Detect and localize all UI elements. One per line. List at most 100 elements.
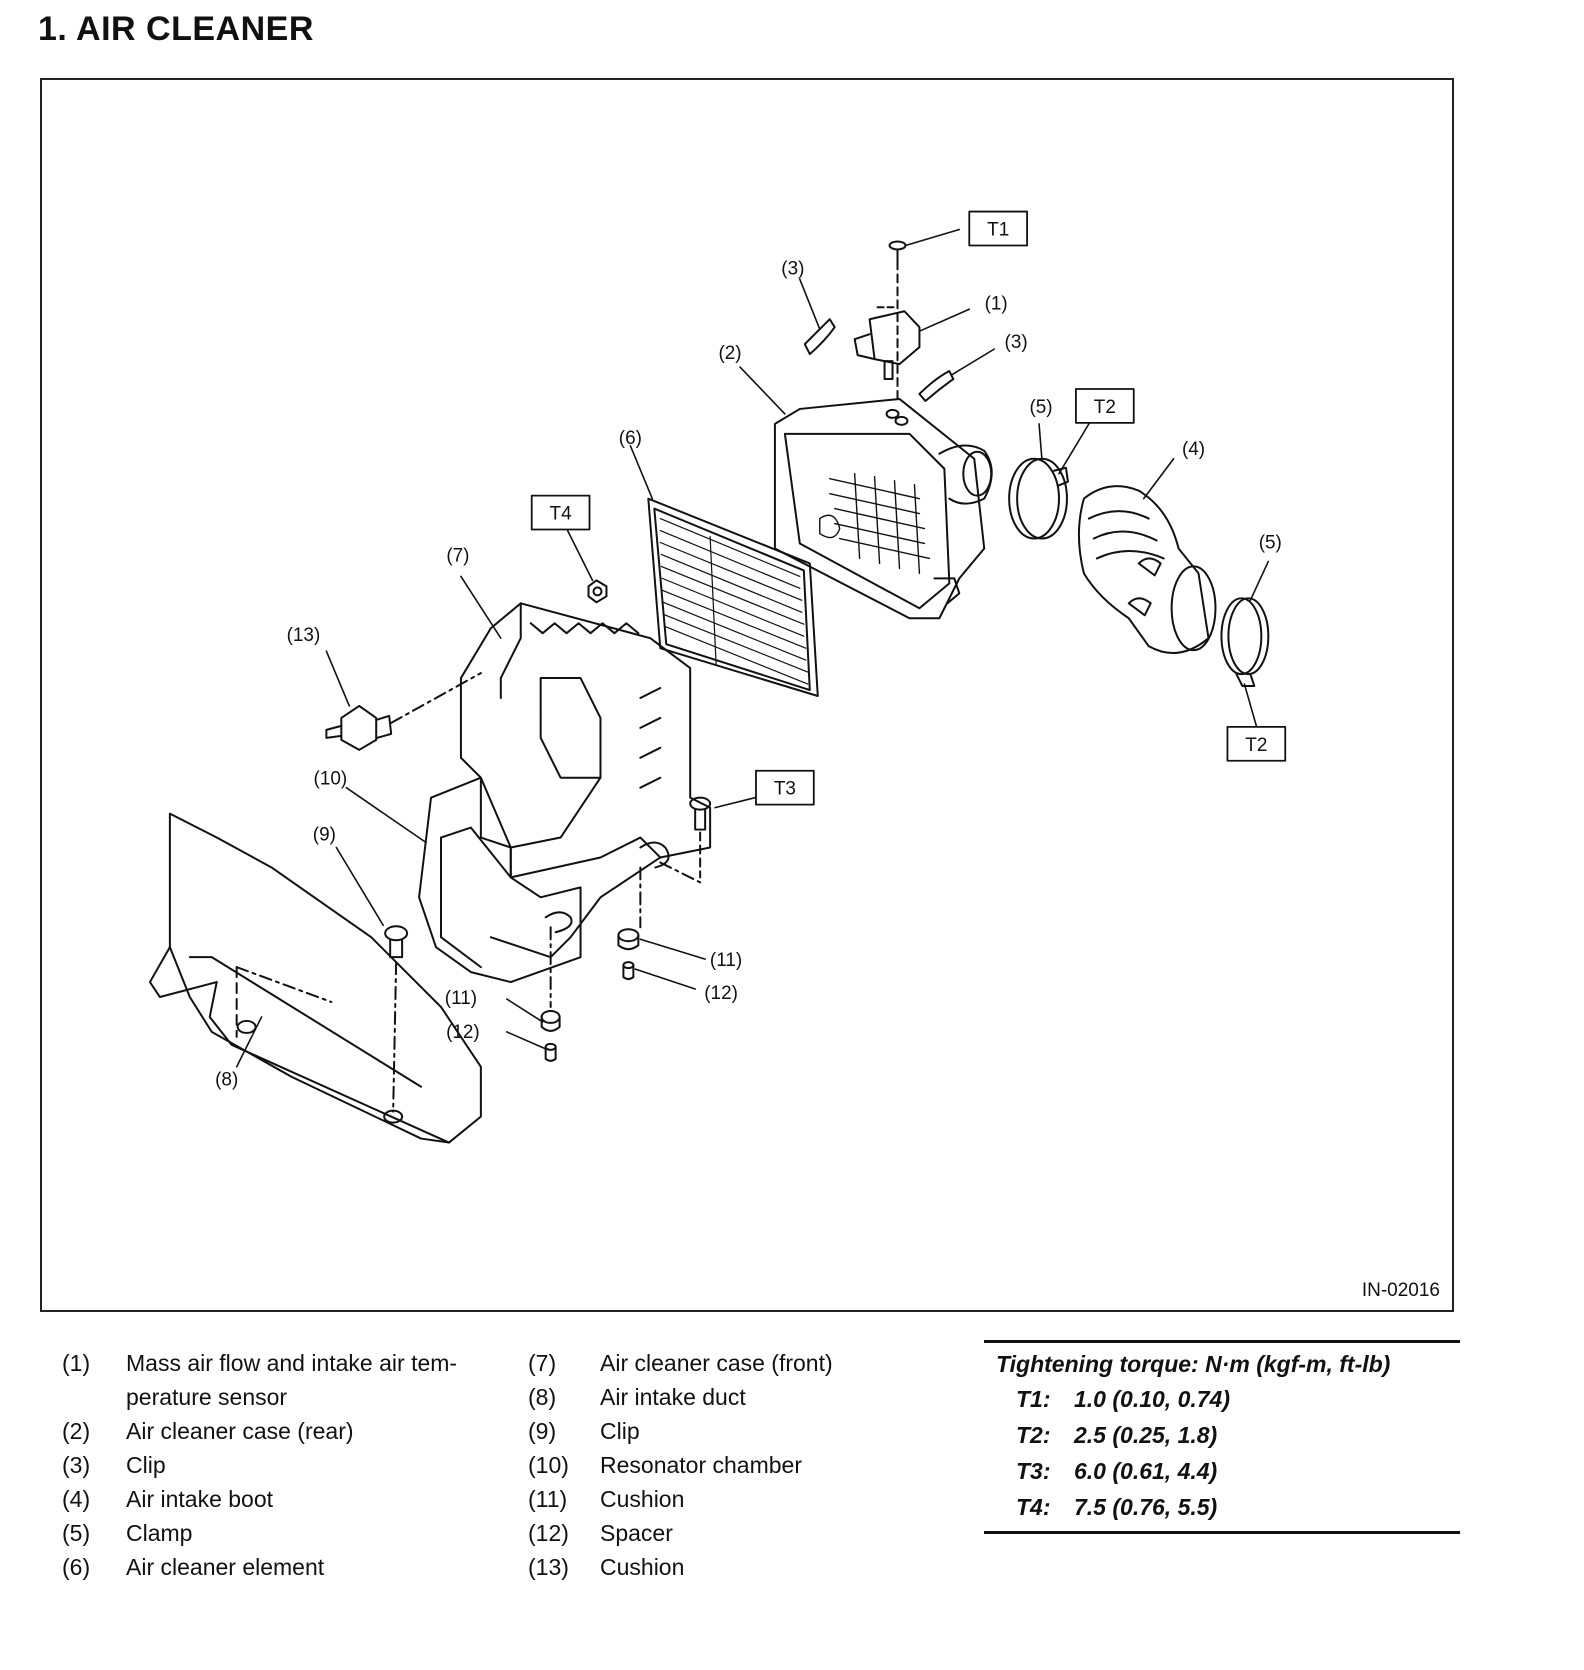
- clip-3-left-part: [803, 318, 836, 356]
- maf-sensor-part: [853, 310, 921, 426]
- legend-item: (7) Air cleaner case (front): [528, 1346, 928, 1380]
- tag-box-t4: [530, 494, 591, 531]
- torque-value: 7.5 (0.76, 5.5): [1074, 1494, 1218, 1520]
- legend-item: (13) Cushion: [528, 1550, 928, 1584]
- legend-item: (11) Cushion: [528, 1482, 928, 1516]
- torque-table: Tightening torque: N·m (kgf-m, ft-lb) T1…: [984, 1340, 1460, 1534]
- legend-number: (3): [62, 1452, 91, 1478]
- callout-11-right: (11): [710, 950, 742, 971]
- air-cleaner-case-front-part: [459, 602, 712, 959]
- exploded-view-figure: T1 T2 T2 T3 T4 (1) (2) (3) (3) (4) (5) (…: [40, 78, 1454, 1312]
- legend-number: (13): [528, 1554, 569, 1580]
- tag-box-t2-bottom: [1226, 725, 1287, 762]
- callout-3-right: (3): [1005, 332, 1028, 353]
- callout-4: (4): [1182, 439, 1205, 460]
- callout-11-left: (11): [445, 988, 477, 1009]
- legend-text: Cushion: [600, 1554, 685, 1580]
- tag-t2-top-label: T2: [1094, 397, 1116, 418]
- legend-item: (1) Mass air flow and intake air tem- pe…: [62, 1346, 492, 1414]
- legend-text: Spacer: [600, 1520, 673, 1546]
- legend-number: (6): [62, 1554, 91, 1580]
- clip-9-part: [384, 925, 409, 1113]
- legend-text: Air cleaner case (rear): [126, 1418, 354, 1444]
- nut-t4-part: [587, 579, 608, 604]
- legend-number: (9): [528, 1418, 557, 1444]
- bolt-t3-part: [689, 796, 712, 879]
- air-intake-duct-part: [148, 812, 482, 1144]
- legend-text: Air intake boot: [126, 1486, 274, 1512]
- legend-text: Air intake duct: [600, 1384, 746, 1410]
- parts-legend-right: (7) Air cleaner case (front) (8) Air int…: [528, 1346, 928, 1584]
- clamp-5-left-part: [1008, 457, 1069, 540]
- legend-number: (5): [62, 1520, 91, 1546]
- exploded-diagram: T1 T2 T2 T3 T4 (1) (2) (3) (3) (4) (5) (…: [148, 210, 1287, 1144]
- torque-row: T4: 7.5 (0.76, 5.5): [984, 1489, 1460, 1525]
- torque-row: T1: 1.0 (0.10, 0.74): [984, 1381, 1460, 1417]
- callout-9: (9): [313, 825, 336, 846]
- callout-13: (13): [287, 625, 321, 646]
- legend-text: Clip: [126, 1452, 166, 1478]
- air-cleaner-case-rear-part: [773, 397, 993, 620]
- figure-id: IN-02016: [1361, 1280, 1440, 1301]
- torque-code: T3:: [1016, 1458, 1051, 1484]
- torque-code: T1:: [1016, 1386, 1051, 1412]
- legend-text-line: perature sensor: [126, 1384, 288, 1410]
- tag-box-t2-top: [1075, 388, 1135, 424]
- parts-legend-left: (1) Mass air flow and intake air tem- pe…: [62, 1346, 492, 1584]
- callout-2: (2): [718, 343, 741, 364]
- tag-t4-label: T4: [550, 504, 572, 525]
- legend-number: (10): [528, 1452, 569, 1478]
- spacer-12-left-part: [544, 1042, 557, 1062]
- torque-value: 2.5 (0.25, 1.8): [1074, 1422, 1218, 1448]
- spacer-12-right-part: [622, 961, 635, 981]
- legend-text: Clamp: [126, 1520, 193, 1546]
- callout-3-left: (3): [781, 258, 804, 279]
- torque-row: T3: 6.0 (0.61, 4.4): [984, 1453, 1460, 1489]
- resonator-chamber-part: [418, 776, 582, 1008]
- tag-t1-label: T1: [987, 219, 1009, 240]
- callout-7: (7): [446, 545, 469, 566]
- legend-number: (1): [62, 1350, 91, 1376]
- legend-text: Clip: [600, 1418, 640, 1444]
- torque-code: T4:: [1016, 1494, 1051, 1520]
- callout-10: (10): [314, 769, 348, 790]
- callout-12-left: (12): [446, 1022, 480, 1043]
- legend-item: (5) Clamp: [62, 1516, 492, 1550]
- legend-item: (4) Air intake boot: [62, 1482, 492, 1516]
- page-title: 1. AIR CLEANER: [38, 10, 314, 48]
- legend-number: (11): [528, 1486, 568, 1512]
- air-cleaner-element-part: [647, 497, 819, 697]
- tag-box-t1: [968, 210, 1028, 247]
- clip-3-right-part: [918, 370, 955, 402]
- legend-text: Mass air flow and intake air tem- peratu…: [126, 1346, 457, 1414]
- cushion-13-part: [325, 672, 482, 751]
- legend-item: (3) Clip: [62, 1448, 492, 1482]
- callout-8: (8): [215, 1070, 238, 1091]
- torque-code: T2:: [1016, 1422, 1051, 1448]
- legend-item: (6) Air cleaner element: [62, 1550, 492, 1584]
- callout-5-right: (5): [1259, 532, 1282, 553]
- cushion-11-right-part: [617, 928, 640, 951]
- callout-1: (1): [985, 293, 1008, 314]
- legend-text: Air cleaner case (front): [600, 1350, 833, 1376]
- legend-item: (2) Air cleaner case (rear): [62, 1414, 492, 1448]
- legend-item: (9) Clip: [528, 1414, 928, 1448]
- legend-number: (2): [62, 1418, 91, 1444]
- legend-item: (12) Spacer: [528, 1516, 928, 1550]
- legend-number: (8): [528, 1384, 557, 1410]
- legend-text: Resonator chamber: [600, 1452, 802, 1478]
- legend-text: Air cleaner element: [126, 1554, 325, 1580]
- callout-12-right: (12): [704, 983, 738, 1004]
- legend-text-line: Mass air flow and intake air tem-: [126, 1350, 458, 1376]
- legend-text: Cushion: [600, 1486, 685, 1512]
- tag-t3-label: T3: [774, 779, 796, 800]
- torque-value: 6.0 (0.61, 4.4): [1074, 1458, 1218, 1484]
- torque-value: 1.0 (0.10, 0.74): [1074, 1386, 1230, 1412]
- leader-lines: [235, 228, 1270, 1068]
- air-intake-boot-part: [1077, 485, 1217, 654]
- legend-item: (10) Resonator chamber: [528, 1448, 928, 1482]
- cushion-11-left-part: [540, 1009, 561, 1032]
- legend-number: (7): [528, 1350, 557, 1376]
- legend-number: (4): [62, 1486, 91, 1512]
- tag-t2-bottom-label: T2: [1245, 735, 1267, 756]
